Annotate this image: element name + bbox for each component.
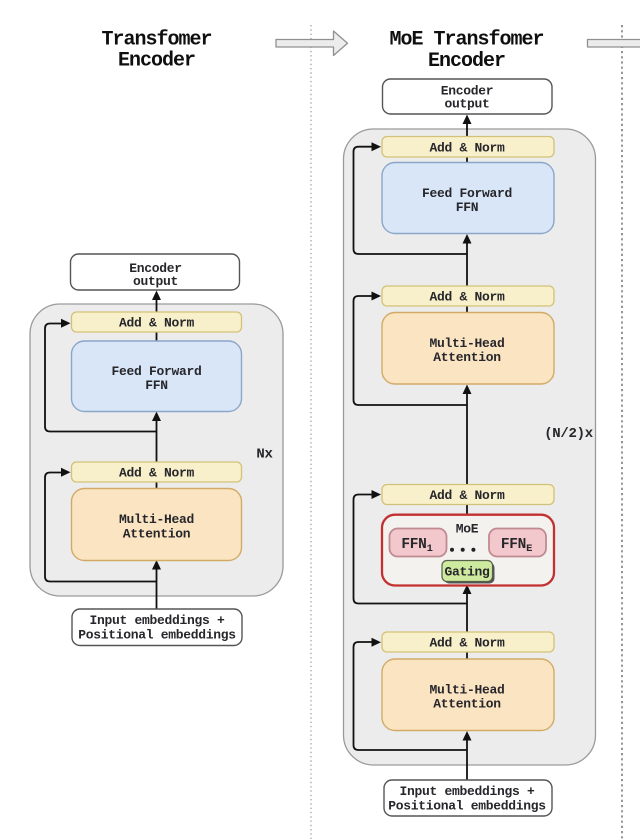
svg-text:Input embeddings +: Input embeddings +	[399, 784, 535, 799]
svg-text:Add & Norm: Add & Norm	[429, 290, 505, 305]
svg-text:Encoder: Encoder	[118, 50, 195, 73]
svg-text:FFN1: FFN1	[401, 537, 432, 555]
svg-text:Add & Norm: Add & Norm	[119, 465, 195, 480]
svg-text:Encoder: Encoder	[428, 50, 505, 73]
svg-text:output: output	[444, 97, 489, 112]
svg-text:Transfomer: Transfomer	[101, 29, 211, 52]
svg-text:Multi-Head: Multi-Head	[429, 336, 504, 351]
svg-text:Add & Norm: Add & Norm	[119, 315, 195, 330]
svg-text:Input embeddings +: Input embeddings +	[89, 613, 225, 628]
svg-text:Nx: Nx	[256, 447, 273, 463]
svg-text:MoE Transfomer: MoE Transfomer	[389, 29, 543, 52]
svg-text:Encoder: Encoder	[129, 261, 182, 276]
svg-text:Multi-Head: Multi-Head	[429, 682, 504, 697]
svg-text:MoE: MoE	[456, 522, 479, 537]
svg-text:Add & Norm: Add & Norm	[429, 636, 505, 651]
svg-text:FFNE: FFNE	[501, 537, 532, 555]
svg-text:Gating: Gating	[444, 565, 490, 580]
svg-text:Encoder: Encoder	[441, 84, 494, 99]
svg-text:Feed Forward: Feed Forward	[422, 186, 512, 201]
svg-text:Add & Norm: Add & Norm	[429, 141, 505, 156]
svg-text:Feed Forward: Feed Forward	[111, 364, 201, 379]
svg-text:Multi-Head: Multi-Head	[119, 512, 194, 527]
svg-text:(N/2)x: (N/2)x	[544, 426, 594, 442]
svg-text:FFN: FFN	[145, 378, 168, 393]
svg-text:Positional embeddings: Positional embeddings	[78, 628, 236, 643]
svg-text:Add & Norm: Add & Norm	[429, 488, 505, 503]
svg-text:Attention: Attention	[123, 526, 191, 541]
svg-text:Positional embeddings: Positional embeddings	[388, 799, 546, 814]
svg-text:FFN: FFN	[456, 200, 479, 215]
svg-text:output: output	[133, 274, 178, 289]
svg-text:Attention: Attention	[433, 350, 501, 365]
svg-text:Attention: Attention	[433, 696, 501, 711]
